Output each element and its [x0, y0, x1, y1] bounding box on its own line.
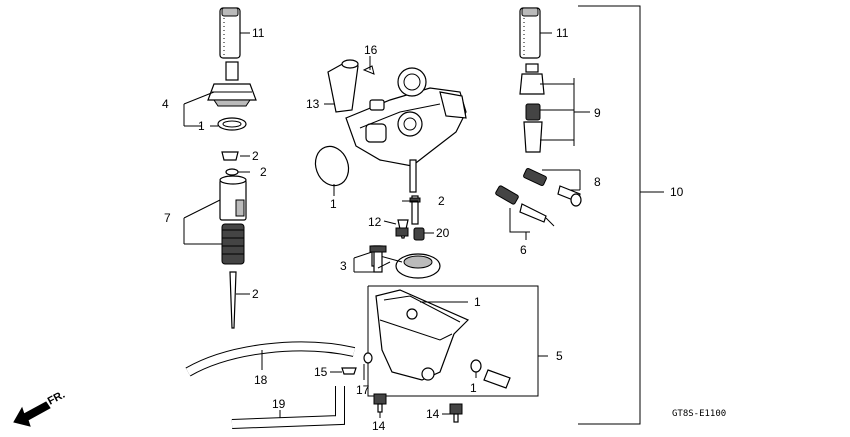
- callout-12: 12: [368, 215, 382, 229]
- callout-10: 10: [670, 185, 684, 199]
- leader-lines: [183, 5, 664, 425]
- callout-11-right: 11: [556, 26, 569, 40]
- starter-valve-spring: [525, 103, 541, 121]
- callout-14-right: 14: [426, 407, 440, 421]
- callout-2-needle: 2: [252, 287, 259, 301]
- callout-1-gasket: 1: [474, 295, 481, 309]
- o-ring-17: [363, 352, 373, 364]
- carburetor-top-cap: [207, 61, 257, 107]
- callout-2-clip: 2: [252, 149, 259, 163]
- callout-7: 7: [164, 211, 171, 225]
- diagram-code: GT8S-E1100: [672, 409, 726, 419]
- float-valve: [395, 219, 409, 239]
- callout-2-retainer: 2: [260, 165, 267, 179]
- callout-8: 8: [594, 175, 601, 189]
- callout-1-cap: 1: [198, 119, 205, 133]
- tube-clip: [362, 65, 375, 75]
- callout-19: 19: [272, 397, 286, 411]
- front-direction-label: FR.: [46, 389, 67, 408]
- drain-screw: [483, 369, 511, 389]
- needle-retainer: [225, 168, 239, 176]
- float-chamber-gasket-ring: [314, 145, 350, 187]
- callout-6: 6: [520, 243, 527, 257]
- callout-4: 4: [162, 97, 169, 111]
- float-chamber-screw: [449, 403, 463, 423]
- callout-numbers: 11 4 1 2 2 7 2 16 13 1 2 12 20 3 1 5 1 1…: [162, 26, 684, 433]
- callout-17: 17: [356, 383, 370, 397]
- main-jet: [409, 195, 421, 225]
- callout-1-ring: 1: [330, 197, 337, 211]
- cable-adjuster-boot-right: [519, 7, 541, 59]
- cable-adjuster-boot-left: [219, 7, 241, 59]
- callout-5: 5: [556, 349, 563, 363]
- callout-14-left: 14: [372, 419, 386, 433]
- callout-11-left: 11: [252, 26, 265, 40]
- callout-3: 3: [340, 259, 347, 273]
- needle-clip: [221, 151, 239, 161]
- float-chamber: [375, 289, 470, 381]
- jet-needle: [229, 271, 237, 329]
- callout-16: 16: [364, 43, 378, 57]
- throttle-stop-screw-set: [523, 167, 582, 207]
- callout-9: 9: [594, 106, 601, 120]
- front-direction-arrow: FR.: [13, 389, 67, 427]
- carburetor-body: [345, 67, 467, 193]
- throttle-valve-spring: [221, 223, 245, 265]
- overflow-tube-18: [185, 341, 356, 377]
- cap-gasket: [217, 117, 247, 131]
- float-chamber-washer: [470, 359, 482, 373]
- callout-2-mainjet: 2: [438, 194, 445, 208]
- callout-1-washer: 1: [470, 381, 477, 395]
- chamber-screw-left: [373, 393, 387, 413]
- starter-valve-nut: [519, 63, 545, 95]
- throttle-stop-screw: [369, 245, 391, 273]
- callout-20: 20: [436, 226, 450, 240]
- tube-clamp-small: [341, 367, 357, 375]
- callout-18: 18: [254, 373, 268, 387]
- overflow-tube-short: [327, 59, 359, 113]
- callout-13: 13: [306, 97, 320, 111]
- air-screw-set: [495, 185, 555, 227]
- starter-valve: [523, 121, 543, 153]
- throttle-valve: [219, 175, 247, 221]
- drain-tube-19: [231, 386, 345, 429]
- callout-15: 15: [314, 365, 328, 379]
- slow-jet: [413, 227, 425, 241]
